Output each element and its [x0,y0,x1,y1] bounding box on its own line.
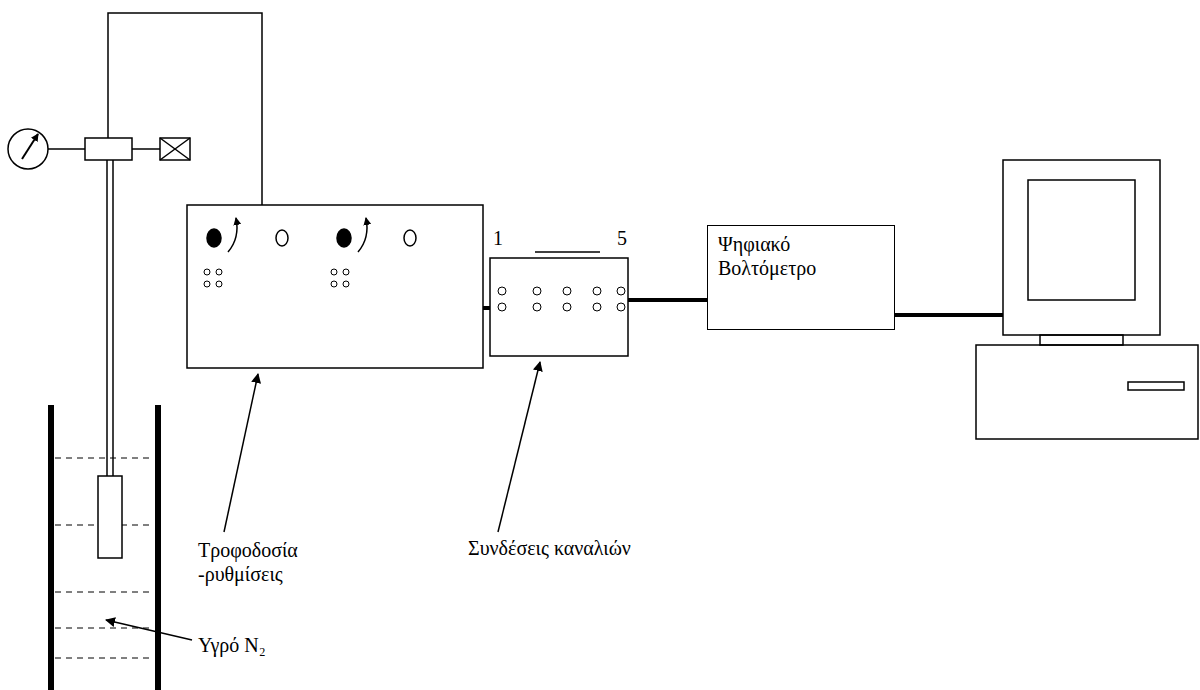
leader-line [498,362,540,532]
probe [8,129,190,558]
dewar [51,405,158,690]
box-label: Ψηφιακό Βολτόμετρο [708,226,894,286]
callout-label: Συνδέσεις καναλιών [468,536,631,560]
callout-label: Τροφοδοσία -ρυθμίσεις [198,538,318,586]
terminal-hole [617,303,625,311]
terminal-hole [593,303,601,311]
terminal-hole [563,303,571,311]
terminal-hole [563,287,571,295]
terminal-hole [533,287,541,295]
leader-line [106,620,192,640]
computer [976,160,1198,439]
terminal-hole [498,303,506,311]
channel-number: 1 [493,226,503,250]
cable [895,313,1003,317]
channel-number: 5 [617,226,627,250]
terminal-hole [593,287,601,295]
terminal-hole [617,287,625,295]
callout-label: Υγρό N₂ [198,633,266,657]
cable [628,298,707,302]
wire [108,13,262,205]
cable [483,306,490,310]
terminal-hole [533,303,541,311]
leader-line [224,374,258,532]
power-supply [187,205,483,368]
instrument-box: Ψηφιακό Βολτόμετρο [707,225,895,330]
channel-box [490,252,628,356]
terminal-hole [498,287,506,295]
